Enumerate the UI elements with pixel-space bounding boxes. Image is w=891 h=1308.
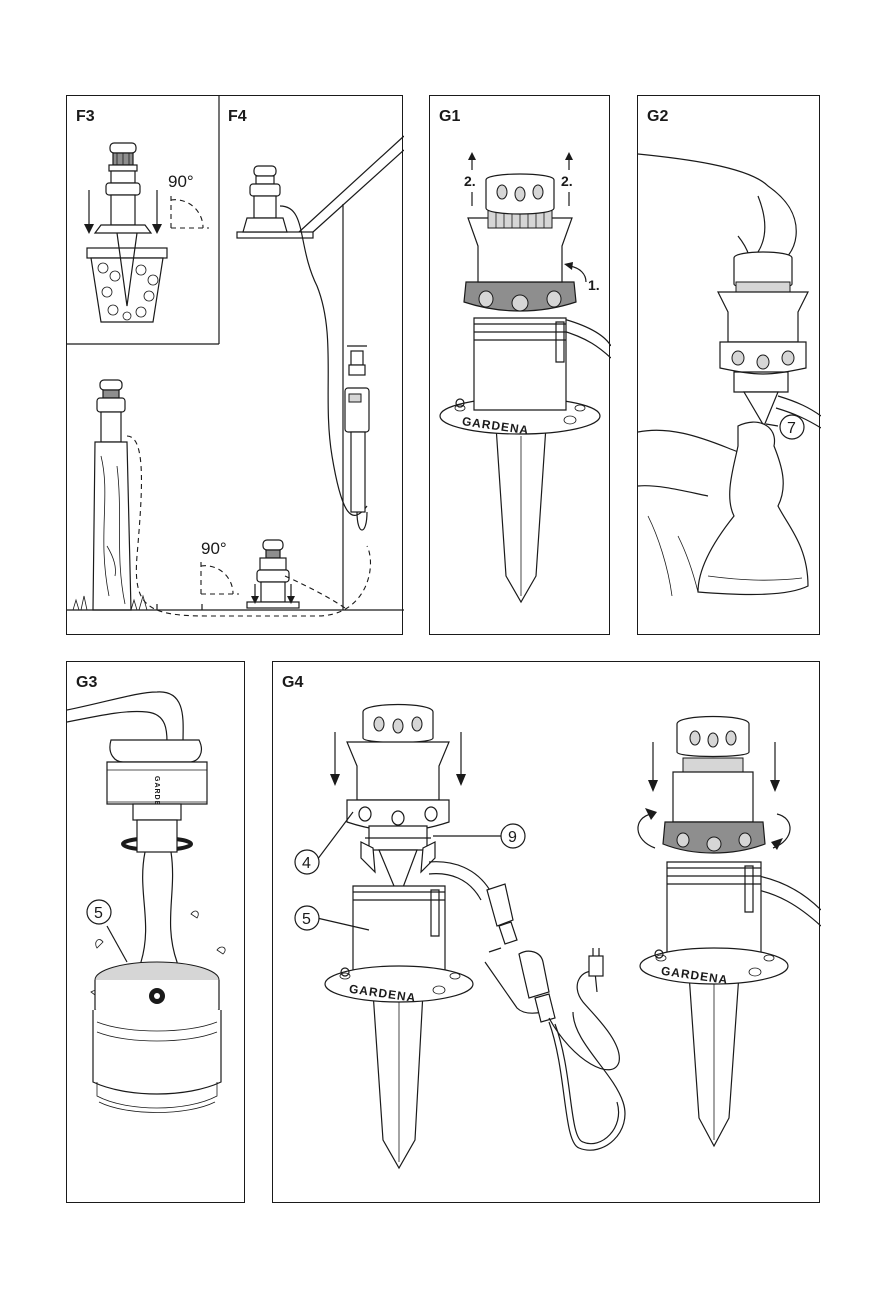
panel-g2: 7 G2 [637, 95, 820, 635]
g4-callout-9-text: 9 [508, 829, 517, 846]
g4-label: G4 [282, 674, 303, 692]
f3-soil-pot-icon [87, 233, 167, 322]
g4-left-sprinkler: GARDENA [325, 705, 491, 1169]
f4-angle-indicator: 90° [201, 539, 239, 594]
f4-ground-sprinkler-icon [247, 540, 299, 608]
g4-illustration: GARDENA 4 9 5 [273, 662, 821, 1204]
g4-right-sprinkler: GARDENA [638, 717, 821, 1147]
panel-f3-f4: 90° [66, 95, 403, 635]
g1-illustration: GARDENA 2. 2. 1. [430, 96, 611, 636]
panel-g1: GARDENA 2. 2. 1. G1 [429, 95, 610, 635]
f3-label: F3 [76, 108, 95, 126]
f4-label: F4 [228, 108, 247, 126]
g3-illustration: GARDENA 5 [67, 662, 246, 1204]
g4-callout-5-text: 5 [302, 911, 311, 928]
f4-angle-label: 90° [201, 539, 227, 558]
g2-callout-7-text: 7 [787, 420, 796, 437]
g2-label: G2 [647, 108, 668, 126]
g3-label: G3 [76, 674, 97, 692]
g1-step1: 1. [588, 277, 600, 293]
g3-callout-5-text: 5 [94, 905, 103, 922]
g4-cable [485, 884, 625, 1150]
panel-g3: GARDENA 5 G3 [66, 661, 245, 1203]
f3-sprinkler-icon [95, 143, 151, 233]
g1-step2-right: 2. [561, 173, 573, 189]
g2-cloth [698, 422, 808, 594]
f3-f4-illustration: 90° [67, 96, 404, 636]
g4-callout-4-text: 4 [302, 855, 311, 872]
f3-angle-indicator: 90° [168, 172, 209, 228]
f3-angle-label: 90° [168, 172, 194, 191]
g1-step2-left: 2. [464, 173, 476, 189]
g2-illustration: 7 [638, 96, 821, 636]
f4-post-sprinkler-icon [93, 380, 131, 610]
f4-tap-timer-icon [345, 346, 369, 530]
g2-filter-cone [744, 392, 778, 426]
f4-deck-sprinkler-icon [243, 166, 367, 515]
panel-g4: GARDENA 4 9 5 [272, 661, 820, 1203]
g1-label: G1 [439, 108, 460, 126]
